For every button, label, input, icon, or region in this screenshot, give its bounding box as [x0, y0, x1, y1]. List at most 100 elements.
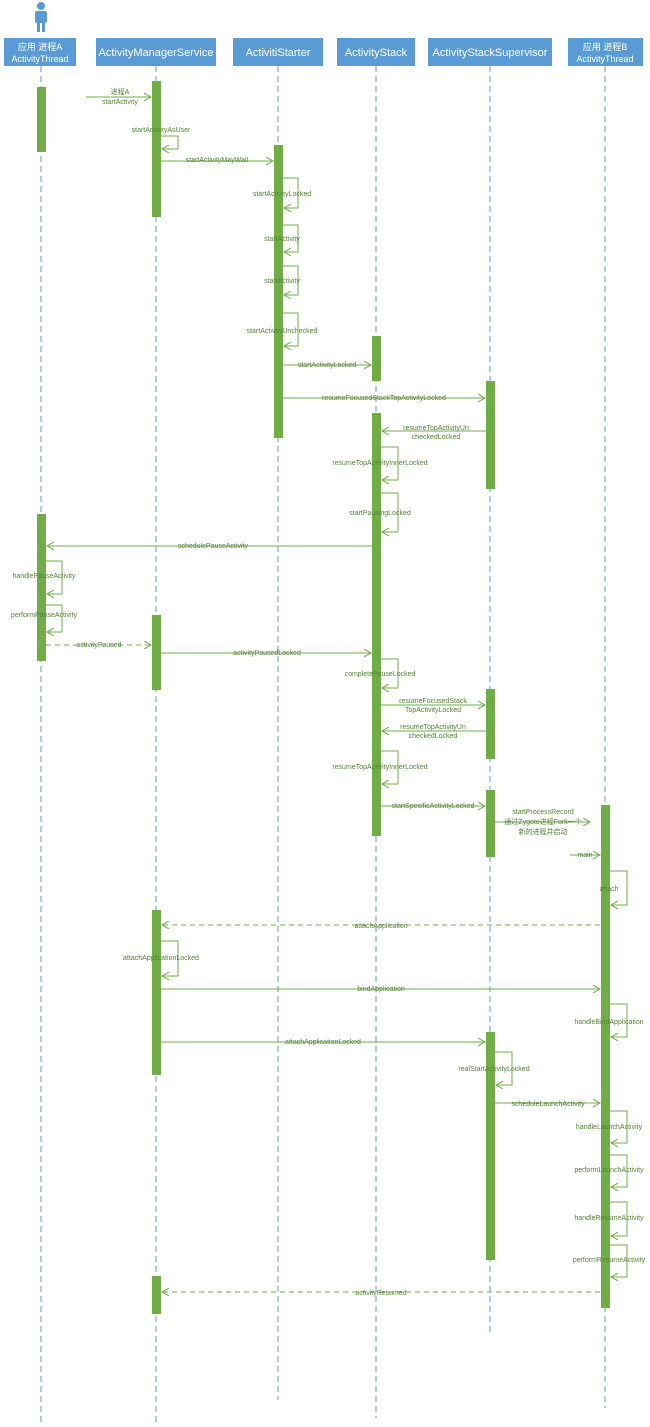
activation-stack [372, 336, 381, 381]
message-start-specific-activity-locked: startSpecificActivityLocked [381, 803, 485, 810]
message-label: startActivityMayWait [186, 157, 249, 164]
activation-app-a [37, 514, 46, 661]
message-start-activity-as-user: startActivityAsUser [132, 127, 191, 149]
message-attach: attach [599, 870, 628, 905]
participant-app-a-class: ActivityThread [11, 54, 68, 64]
message-label: startActivity [264, 236, 300, 243]
message-label: startProcessRecord [512, 809, 574, 816]
message-label: performResumeActivity [573, 1257, 646, 1264]
message-resume-top-activity-unchecked-locked: resumeTopActivityUn checkedLocked [382, 425, 486, 441]
message-label: resumeTopActivityInnerLocked [332, 460, 427, 467]
message-activity-resumed: activityResumed [162, 1290, 600, 1297]
message-schedule-launch-activity: scheduleLaunchActivity [495, 1101, 600, 1108]
participant-app-a: 应用 进程A ActivityThread [4, 38, 76, 66]
message-label: realStartActivityLocked [458, 1066, 529, 1073]
message-resume-top-activity-inner-locked-2: resumeTopActivityInnerLocked [332, 750, 428, 784]
participant-starter: ActivitiStarter [233, 38, 323, 66]
message-schedule-pause-activity: schedulePauseActivity [47, 543, 372, 550]
message-label: startActivityLocked [253, 191, 311, 198]
message-label: resumeTopActivityInnerLocked [332, 764, 427, 771]
message-label: resumeFocusedStackTopActivityLocked [322, 395, 446, 402]
message-label: startActivityAsUser [132, 127, 191, 134]
activation-supervisor [486, 689, 495, 759]
message-handle-launch-activity: handleLaunchActivity [576, 1110, 643, 1143]
message-attach-application: attachApplication [162, 923, 600, 930]
message-complete-pause-locked: completePauseLocked [345, 658, 416, 688]
message-bind-application: bindApplication [161, 986, 600, 993]
message-label: handleLaunchActivity [576, 1124, 643, 1131]
participant-app-b-class: ActivityThread [576, 54, 633, 64]
message-label: startActivity [264, 278, 300, 285]
message-label: activityResumed [355, 1290, 406, 1297]
activation-supervisor [486, 381, 495, 489]
activation-bars [37, 81, 610, 1314]
message-attach-application-locked: attachApplicationLocked [123, 940, 199, 976]
activation-supervisor [486, 790, 495, 857]
message-start-activity-may-wait: startActivityMayWait [161, 157, 273, 164]
message-label: activityPausedLocked [233, 650, 301, 657]
message-label: 进程A [111, 87, 130, 96]
message-label: bindApplication [357, 986, 405, 993]
message-label: attach [599, 886, 618, 893]
activation-ams [152, 615, 161, 690]
message-resume-top-activity-inner-locked: resumeTopActivityInnerLocked [332, 446, 428, 480]
message-handle-bind-application: handleBindApplication [574, 1003, 644, 1037]
message-label: resumeTopActivityUn [403, 425, 469, 432]
participant-app-b-name: 应用 进程B [583, 41, 628, 52]
activation-app-a [37, 87, 46, 152]
message-label: startActivity [102, 99, 138, 106]
participant-stack-name: ActivityStack [345, 47, 408, 59]
participant-supervisor-name: ActivityStackSupervisor [433, 47, 548, 59]
message-start-pausing-locked: startPausingLocked [349, 492, 411, 532]
actor-person-icon [35, 2, 47, 32]
message-label: checkedLocked [412, 434, 461, 441]
message-start-activity-unchecked: startActivityUnchecked [247, 312, 318, 346]
message-label: handleBindApplication [574, 1019, 643, 1026]
activation-ams [152, 910, 161, 1075]
message-resume-top-activity-unchecked-locked-2: resumeTopActivityUn checkedLocked [382, 724, 486, 740]
activation-ams [152, 81, 161, 217]
message-start-activity: 进程A startActivity [86, 87, 151, 106]
participant-stack: ActivityStack [337, 38, 415, 66]
message-real-start-activity-locked: realStartActivityLocked [458, 1051, 530, 1085]
message-handle-pause-activity: handlePauseActivity [12, 560, 76, 594]
message-handle-resume-activity: handleResumeActivity [574, 1201, 644, 1236]
message-start-activity-locked-stack: startActivityLocked [283, 362, 371, 369]
message-label: attachApplicationLocked [123, 955, 199, 962]
message-label: scheduleLaunchActivity [511, 1101, 585, 1108]
message-start-process-record: startProcessRecord 通过Zygote进程Fork一个 新的进程… [495, 809, 590, 836]
message-label: attachApplicationLocked [285, 1039, 361, 1046]
participant-ams: ActivityManagerService [96, 38, 216, 66]
message-perform-resume-activity: performResumeActivity [573, 1244, 646, 1277]
message-attach-application-locked-2: attachApplicationLocked [161, 1039, 485, 1046]
participant-app-b: 应用 进程B ActivityThread [568, 38, 643, 66]
message-perform-launch-activity: performLaunchActivity [574, 1154, 644, 1187]
message-label: attachApplication [354, 923, 407, 930]
participant-supervisor: ActivityStackSupervisor [428, 38, 552, 66]
message-start-activity-2: startActivity [264, 224, 300, 252]
message-label: resumeFocusedStack [399, 698, 467, 705]
message-resume-focused-stack-top-activity-locked: resumeFocusedStackTopActivityLocked [283, 395, 485, 402]
message-label: completePauseLocked [345, 671, 416, 678]
message-resume-focused-stack-top-activity-locked-2: resumeFocusedStack TopActivityLocked [381, 698, 485, 714]
message-label: checkedLocked [409, 733, 458, 740]
message-label: 新的进程并启动 [519, 827, 568, 836]
message-label: resumeTopActivityUn [400, 724, 466, 731]
activation-starter [274, 145, 283, 438]
message-activity-paused: activityPaused [46, 642, 151, 649]
participant-app-a-name: 应用 进程A [18, 41, 63, 52]
message-start-activity-locked: startActivityLocked [253, 177, 311, 208]
message-label: startActivityUnchecked [247, 328, 318, 335]
message-label: schedulePauseActivity [178, 543, 249, 550]
message-label: TopActivityLocked [405, 707, 461, 714]
participant-ams-name: ActivityManagerService [99, 47, 214, 59]
activation-stack [372, 413, 381, 836]
message-label: startSpecificActivityLocked [392, 803, 475, 810]
message-label: activityPaused [76, 642, 121, 649]
participant-starter-name: ActivitiStarter [246, 47, 311, 59]
message-label: 通过Zygote进程Fork一个 [504, 817, 581, 826]
message-start-activity-3: startActivity [264, 265, 300, 295]
message-label: startActivityLocked [298, 362, 356, 369]
message-perform-pause-activity: performPauseActivity [11, 604, 78, 632]
